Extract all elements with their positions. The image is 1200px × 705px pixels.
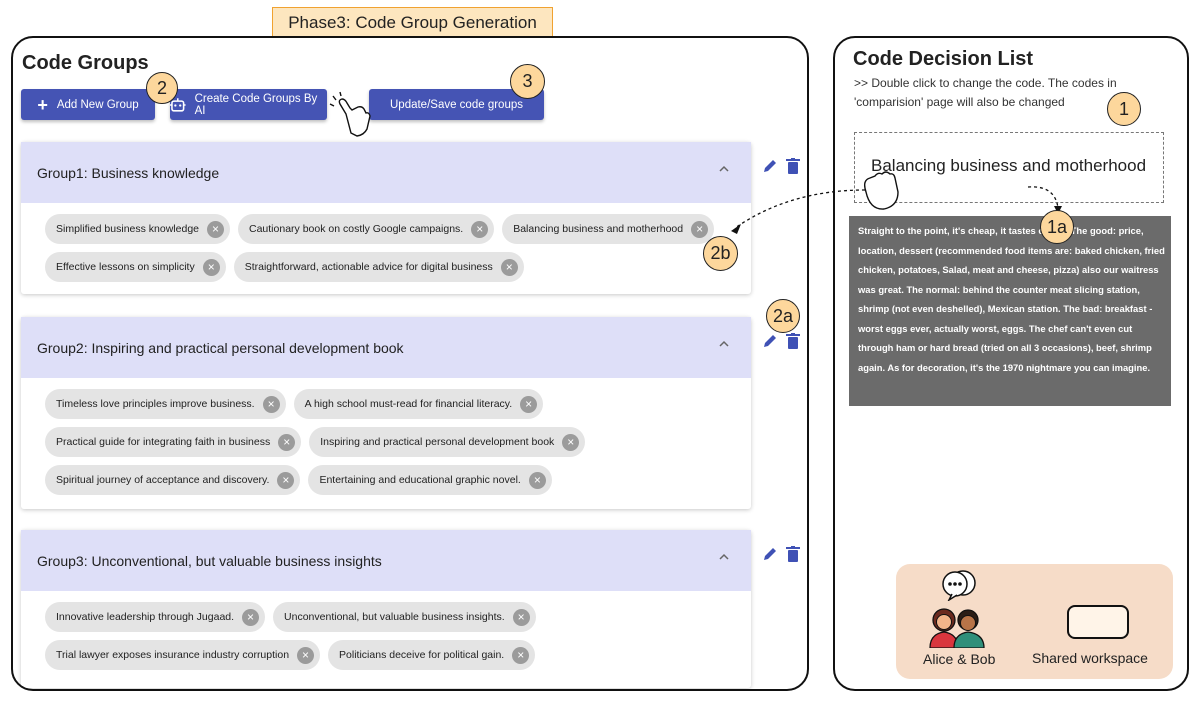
group-header-3[interactable]: Group3: Unconventional, but valuable bus… [21, 530, 751, 591]
code-chip[interactable]: Balancing business and motherhood× [502, 214, 715, 244]
close-icon[interactable]: × [242, 608, 260, 626]
chat-bubble-icon [942, 570, 976, 601]
review-text: Straight to the point, it's cheap, it ta… [849, 216, 1171, 406]
chevron-up-icon[interactable] [719, 339, 729, 349]
group-header-2[interactable]: Group2: Inspiring and practical personal… [21, 317, 751, 378]
close-icon[interactable]: × [512, 646, 530, 664]
trash-icon[interactable] [786, 546, 800, 562]
instruction-text: >> Double click to change the code. The … [854, 76, 1117, 109]
code-chip[interactable]: Spiritual journey of acceptance and disc… [45, 465, 301, 495]
close-icon[interactable]: × [528, 471, 546, 489]
phase-tag: Phase3: Code Group Generation [272, 7, 553, 37]
collaboration-card: Alice & Bob Shared workspace [896, 564, 1173, 679]
code-groups-panel: Code Groups + Add New Group Create Code … [11, 36, 809, 691]
update-save-label: Update/Save code groups [390, 98, 523, 111]
code-chip[interactable]: Politicians deceive for political gain.× [328, 640, 536, 670]
group-card-3: Group3: Unconventional, but valuable bus… [21, 530, 751, 688]
group-2-actions [762, 333, 800, 349]
group-card-1: Group1: Business knowledge Simplified bu… [21, 142, 751, 294]
people-icon [929, 608, 985, 648]
trash-icon[interactable] [786, 333, 800, 349]
close-icon[interactable]: × [202, 258, 220, 276]
code-chip[interactable]: Cautionary book on costly Google campaig… [238, 214, 495, 244]
step-badge-2: 2 [146, 72, 178, 104]
code-chip[interactable]: Inspiring and practical personal develop… [309, 427, 586, 457]
chevron-up-icon[interactable] [719, 164, 729, 174]
trash-icon[interactable] [786, 158, 800, 174]
create-ai-button[interactable]: Create Code Groups By AI [170, 89, 327, 120]
code-chip[interactable]: Timeless love principles improve busines… [45, 389, 286, 419]
close-icon[interactable]: × [297, 646, 315, 664]
close-icon[interactable]: × [471, 220, 489, 238]
close-icon[interactable]: × [278, 433, 296, 451]
group-title-2: Group2: Inspiring and practical personal… [37, 339, 404, 356]
group-1-actions [762, 158, 800, 174]
pencil-icon[interactable] [762, 546, 778, 562]
workspace-icon [1067, 605, 1129, 639]
pencil-icon[interactable] [762, 333, 778, 349]
code-chip[interactable]: Innovative leadership through Jugaad.× [45, 602, 266, 632]
group-header-1[interactable]: Group1: Business knowledge [21, 142, 751, 203]
panel-title: Code Groups [22, 52, 149, 74]
close-icon[interactable]: × [262, 395, 280, 413]
plus-icon: + [37, 94, 48, 115]
panel-title: Code Decision List [853, 48, 1034, 70]
close-icon[interactable]: × [520, 395, 538, 413]
code-chip[interactable]: Straightforward, actionable advice for d… [233, 252, 524, 282]
code-chip[interactable]: A high school must-read for financial li… [293, 389, 544, 419]
workspace-label: Shared workspace [1032, 650, 1148, 666]
close-icon[interactable]: × [277, 471, 295, 489]
pencil-icon[interactable] [762, 158, 778, 174]
code-decision-panel: Code Decision List >> Double click to ch… [833, 36, 1189, 691]
group-card-2: Group2: Inspiring and practical personal… [21, 317, 751, 509]
add-group-label: Add New Group [56, 98, 139, 111]
group-title-3: Group3: Unconventional, but valuable bus… [37, 552, 382, 569]
step-badge-1a: 1a [1040, 210, 1074, 244]
users-label: Alice & Bob [923, 651, 996, 667]
close-icon[interactable]: × [500, 258, 518, 276]
step-badge-2a: 2a [766, 299, 800, 333]
code-chip[interactable]: Effective lessons on simplicity× [45, 252, 226, 282]
chevron-up-icon[interactable] [719, 552, 729, 562]
close-icon[interactable]: × [562, 433, 580, 451]
code-chip[interactable]: Simplified business knowledge× [45, 214, 230, 244]
step-badge-1: 1 [1107, 92, 1141, 126]
add-group-button[interactable]: + Add New Group [21, 89, 155, 120]
code-chip[interactable]: Unconventional, but valuable business in… [273, 602, 536, 632]
group-3-actions [762, 546, 800, 562]
code-chip[interactable]: Practical guide for integrating faith in… [45, 427, 302, 457]
step-badge-2b: 2b [703, 236, 738, 271]
robot-icon [170, 97, 186, 112]
selected-code-box[interactable]: Balancing business and motherhood [854, 132, 1164, 203]
code-chip[interactable]: Trial lawyer exposes insurance industry … [45, 640, 321, 670]
step-badge-3: 3 [510, 64, 545, 99]
group-title-1: Group1: Business knowledge [37, 164, 220, 181]
create-ai-label: Create Code Groups By AI [194, 92, 318, 117]
code-chip[interactable]: Entertaining and educational graphic nov… [308, 465, 552, 495]
close-icon[interactable]: × [207, 220, 224, 238]
close-icon[interactable]: × [512, 608, 530, 626]
close-icon[interactable]: × [691, 220, 709, 238]
